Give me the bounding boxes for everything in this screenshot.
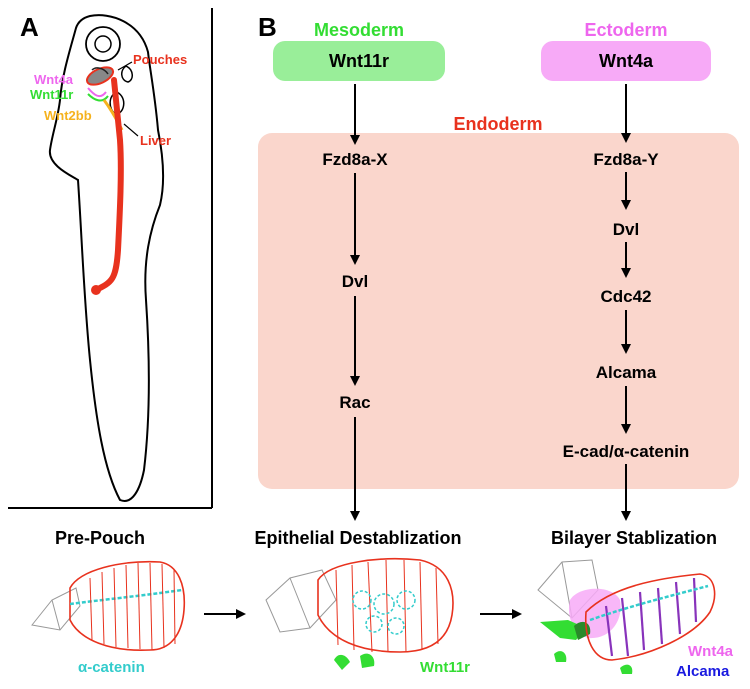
endoderm-title: Endoderm <box>453 114 542 134</box>
epithelial-drawing: Wnt11r <box>265 558 470 676</box>
gut-end <box>91 285 101 295</box>
pouches-pointer <box>117 61 133 71</box>
pouch-region <box>85 66 124 131</box>
mesoderm-box <box>273 41 445 81</box>
stage-title-epithelial: Epithelial Destablization <box>254 528 461 548</box>
endoderm-box <box>258 133 739 489</box>
alpha-catenin-label: α-catenin <box>78 659 145 676</box>
right-node-4: E-cad/α-catenin <box>563 442 690 461</box>
ear-shape-2 <box>121 65 133 83</box>
wnt11r-marker-label: Wnt11r <box>420 659 470 676</box>
label-liver: Liver <box>140 133 171 148</box>
pre-pouch-drawing: α-catenin <box>31 560 186 676</box>
right-node-1: Dvl <box>613 220 639 239</box>
mesoderm-title: Mesoderm <box>314 20 404 40</box>
right-node-3: Alcama <box>596 363 657 382</box>
label-wnt4a: Wnt4a <box>34 72 74 87</box>
alcama-marker-label: Alcama <box>676 663 730 680</box>
panel-a-letter: A <box>20 12 39 42</box>
ectoderm-box <box>541 41 711 81</box>
mesoderm-gene: Wnt11r <box>329 51 389 71</box>
eye-icon <box>85 26 121 62</box>
panel-a: A Pouches Wnt4a Wnt11r Wnt2bb Liver <box>8 8 213 509</box>
left-node-1: Dvl <box>342 272 368 291</box>
left-node-2: Rac <box>339 393 370 412</box>
left-node-0: Fzd8a-X <box>322 150 388 169</box>
stage-title-pre-pouch: Pre-Pouch <box>55 528 145 548</box>
ectoderm-title: Ectoderm <box>584 20 667 40</box>
ectoderm-gene: Wnt4a <box>599 51 654 71</box>
panel-b: B Endoderm Mesoderm Wnt11r Ectoderm Wnt4… <box>258 12 739 521</box>
stage-title-bilayer: Bilayer Stablization <box>551 528 717 548</box>
bilayer-drawing: Wnt4a Alcama <box>537 559 734 680</box>
gut-tube <box>93 77 124 293</box>
label-wnt11r: Wnt11r <box>30 87 73 102</box>
panel-b-letter: B <box>258 12 277 42</box>
embryo-outline <box>48 14 165 502</box>
liver-pointer <box>123 123 139 137</box>
wnt4a-marker-label: Wnt4a <box>688 643 734 660</box>
label-pouches: Pouches <box>133 52 187 67</box>
right-node-0: Fzd8a-Y <box>593 150 659 169</box>
label-wnt2bb: Wnt2bb <box>44 108 92 123</box>
right-node-2: Cdc42 <box>600 287 651 306</box>
